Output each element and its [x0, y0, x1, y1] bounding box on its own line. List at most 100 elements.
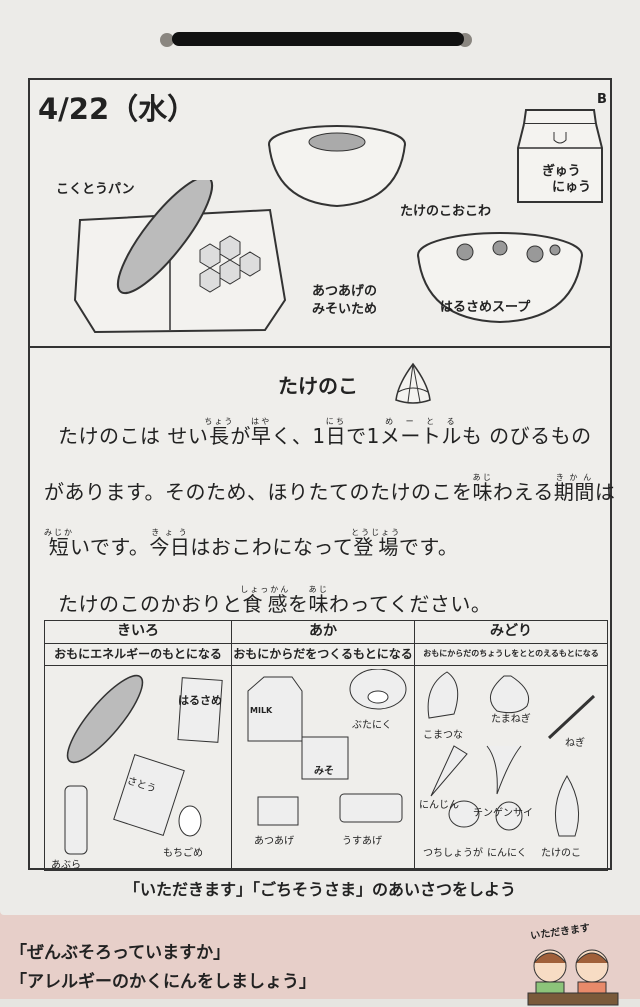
group-desc-green: おもにからだのちょうしをととのえるもとになる	[414, 643, 608, 666]
group-items-green: こまつな たまねぎ ねぎ にんじん チンゲンサイ つちしょうが にんにく たけの…	[414, 665, 608, 871]
milk-label-line2: にゅう	[552, 180, 592, 195]
ingredient-onion: たまねぎ	[491, 714, 531, 725]
ingredient-garlic: にんにく	[487, 848, 527, 859]
furigana: しょっかん	[240, 585, 291, 594]
paragraph-text: で1	[346, 424, 380, 448]
check-everything-text: 「ぜんぶそろっていますか」	[10, 943, 231, 963]
ingredient-negi: ねぎ	[565, 738, 585, 749]
ingredient-oil: あぶら	[51, 860, 81, 871]
hanging-string	[172, 32, 464, 46]
paragraph-text: わってください。	[329, 592, 492, 616]
food-groups-table: きいろ あか みどり おもにエネルギーのもとになる おもにからだをつくるもとにな…	[44, 620, 608, 871]
ruby-word: 早はや	[250, 417, 272, 448]
ruby-base: 味	[472, 480, 493, 504]
paragraph-text: いです。	[70, 535, 150, 559]
bread-tray-illustration	[73, 180, 287, 334]
check-allergy-text: 「アレルギーのかくにんをしましょう」	[10, 972, 316, 992]
red-foods-illustration	[247, 669, 407, 826]
group-items-red: MILK ぶたにく みそ あつあげ うすあげ	[231, 665, 415, 871]
ruby-base: 日	[325, 424, 347, 448]
ruby-base: 食感	[240, 592, 291, 616]
ingredient-pork: ぶたにく	[352, 720, 392, 731]
group-desc-yellow: おもにエネルギーのもとになる	[44, 643, 232, 666]
ruby-word: 登場とうじょう	[351, 528, 402, 559]
section-divider	[30, 346, 610, 348]
soup-label: はるさめスープ	[440, 300, 531, 315]
side-dish-label-line1: あつあげの	[312, 284, 378, 299]
ruby-base: 早	[250, 424, 272, 448]
ruby-base: 短	[44, 535, 74, 559]
ingredient-usuage: うすあげ	[342, 836, 382, 847]
milk-carton-text: MILK	[250, 706, 273, 715]
ruby-base: 味	[308, 592, 329, 616]
okowa-label: たけのこおこわ	[400, 204, 492, 219]
ruby-word: メートルめーとる	[379, 417, 462, 448]
ruby-word: 味あじ	[308, 585, 330, 616]
yellow-foods-illustration	[64, 674, 223, 855]
furigana: あじ	[472, 473, 493, 482]
version-label: B	[597, 92, 607, 107]
bread-label: こくとうパン	[56, 182, 135, 197]
ingredient-miso: みそ	[314, 766, 334, 777]
paragraph-line: があります。そのため、ほりたてのたけのこを味あじわえる期間きかんは	[44, 473, 615, 505]
paragraph-line: たけのこのかおりと食感しょっかんを味あじわってください。	[58, 585, 491, 617]
ruby-base: 期間	[553, 480, 595, 504]
ruby-word: 短みじか	[44, 528, 74, 559]
paragraph-text: はおこわになって	[190, 535, 354, 559]
paragraph-text: たけのこのかおりと	[58, 592, 243, 616]
hang-hole-left	[160, 33, 174, 47]
green-foods-illustration	[427, 671, 596, 837]
furigana: めーとる	[379, 417, 462, 426]
furigana: にち	[325, 417, 347, 426]
greeting-caption: 「いただきます」「ごちそうさま」のあいさつをしよう	[123, 880, 516, 899]
paragraph-text: があります。そのため、ほりたてのたけのこを	[44, 480, 473, 504]
pink-background: 「ぜんぶそろっていますか」 「アレルギーのかくにんをしましょう」 いただきます	[0, 905, 640, 1006]
ingredient-komatsuna: こまつな	[423, 730, 463, 741]
ruby-base: 登場	[351, 535, 402, 559]
ruby-word: 日にち	[325, 417, 347, 448]
ingredient-atsuage: あつあげ	[254, 836, 294, 847]
lunch-card: 4/22（水） B こくとうパン たけのこおこわ あつあげの みそいため はるさ…	[28, 78, 615, 871]
ingredient-bamboo-shoot: たけのこ	[541, 848, 581, 859]
group-name-yellow: きいろ	[44, 620, 232, 644]
paragraph-line: たけのこは せい長ちょうが早はやく、1日にちで1メートルめーとるも のびるもの	[58, 417, 592, 449]
furigana: はや	[250, 417, 272, 426]
ingredient-harusame: はるさめ	[178, 694, 222, 707]
milk-carton-illustration	[517, 109, 603, 203]
paragraph-text: く、1	[271, 424, 326, 448]
ruby-word: 長ちょう	[204, 417, 234, 448]
ingredient-chingensai: チンゲンサイ	[473, 808, 533, 819]
furigana: みじか	[44, 528, 74, 537]
paragraph-text: です。	[398, 535, 459, 559]
ingredient-ginger: つちしょうが	[423, 848, 483, 859]
group-desc-red: おもにからだをつくるもとになる	[231, 643, 415, 666]
furigana: とうじょう	[351, 528, 402, 537]
furigana: あじ	[308, 585, 329, 594]
paragraph-text: を	[288, 592, 309, 616]
group-items-yellow: はるさめ さとう あぶら もちごめ	[44, 665, 232, 871]
menu-card-sheet: 4/22（水） B こくとうパン たけのこおこわ あつあげの みそいため はるさ…	[28, 32, 615, 899]
ruby-word: 食感しょっかん	[240, 585, 291, 616]
kids-eating-illustration: いただきます	[520, 923, 630, 1006]
furigana: きょう	[149, 528, 191, 537]
ruby-word: 期間きかん	[553, 473, 595, 504]
milk-label-line1: ぎゅう	[542, 164, 581, 179]
ruby-base: 今日	[149, 535, 191, 559]
side-dish-label-line2: みそいため	[312, 302, 378, 317]
ingredient-carrot: にんじん	[419, 800, 459, 811]
group-name-green: みどり	[414, 620, 608, 644]
soup-bowl-illustration	[417, 232, 583, 324]
furigana: ちょう	[204, 417, 235, 426]
topic-title: たけのこ	[278, 374, 358, 398]
date-heading: 4/22（水）	[38, 92, 197, 126]
ruby-base: メートル	[379, 424, 462, 448]
paragraph-text: が	[230, 424, 251, 448]
paragraph-text: わえる	[493, 480, 554, 504]
paragraph-text: も のびるもの	[461, 424, 592, 448]
furigana: きかん	[553, 473, 595, 482]
ruby-word: 今日きょう	[149, 528, 191, 559]
ruby-word: 味あじ	[472, 473, 494, 504]
group-name-red: あか	[231, 620, 415, 644]
bamboo-shoot-icon	[395, 362, 431, 404]
okowa-bowl-illustration	[268, 125, 406, 208]
